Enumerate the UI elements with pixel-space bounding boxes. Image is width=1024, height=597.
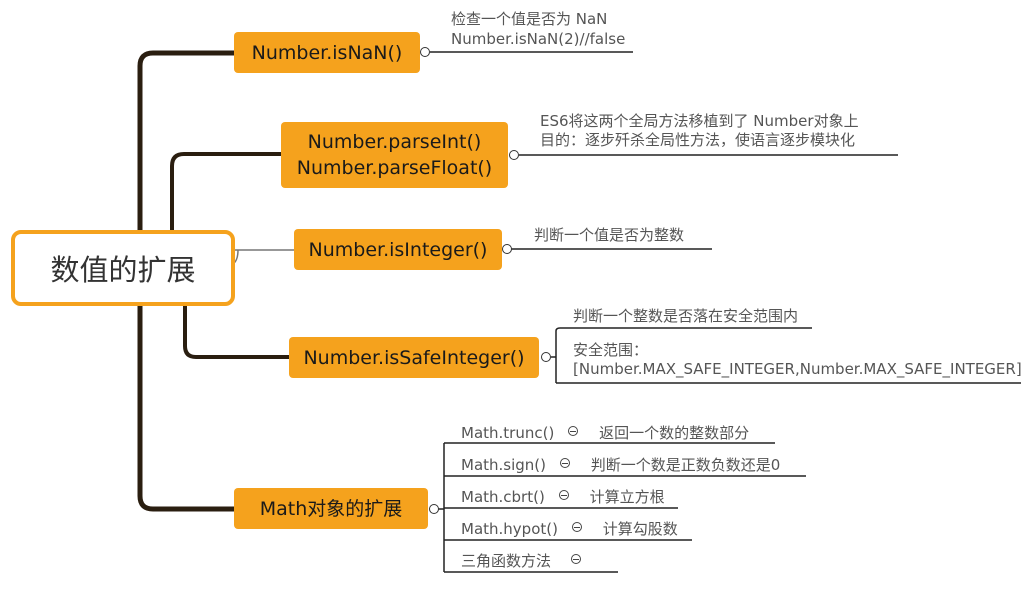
branch-math-extension[interactable]: Math对象的扩展: [234, 488, 428, 529]
note-text: 判断一个整数是否落在安全范围内: [573, 307, 799, 325]
math-item-name: Math.cbrt(): [461, 488, 545, 506]
branch-label-line: Number.parseInt(): [307, 131, 482, 153]
branch-number-issafeinteger[interactable]: Number.isSafeInteger(): [289, 337, 539, 378]
note-text: [Number.MAX_SAFE_INTEGER,Number.MAX_SAFE…: [573, 360, 1022, 378]
note-text: 判断一个值是否为整数: [534, 226, 685, 244]
branch-label: Number.isInteger(): [308, 238, 488, 261]
collapse-toggle-icon[interactable]: [509, 150, 519, 160]
root-label: 数值的扩展: [50, 253, 196, 287]
math-item-desc: 判断一个数是正数负数还是0: [590, 456, 781, 474]
branch-number-isnan[interactable]: Number.isNaN(): [234, 32, 420, 73]
note-text: 安全范围：: [573, 341, 649, 359]
note-text: Number.isNaN(2)//false: [451, 30, 626, 48]
collapse-toggle-icon[interactable]: [568, 426, 579, 436]
branch-label: Math对象的扩展: [259, 497, 403, 520]
math-item[interactable]: Math.trunc() 返回一个数的整数部分: [461, 422, 749, 443]
root-node[interactable]: 数值的扩展: [11, 230, 235, 306]
note-text: 检查一个值是否为 NaN: [451, 10, 608, 28]
collapse-toggle-icon[interactable]: [502, 244, 512, 254]
math-item-name: Math.hypot(): [461, 520, 558, 538]
note-text: ES6将这两个全局方法移植到了 Number对象上: [540, 112, 859, 130]
math-item[interactable]: Math.hypot() 计算勾股数: [461, 518, 678, 539]
branch-label: Number.isNaN(): [251, 41, 403, 64]
collapse-toggle-icon[interactable]: [558, 490, 569, 500]
math-item[interactable]: Math.cbrt() 计算立方根: [461, 486, 665, 507]
math-item-name: Math.trunc(): [461, 424, 555, 442]
math-item-desc: 返回一个数的整数部分: [599, 424, 750, 442]
branch-number-parse[interactable]: Number.parseInt() Number.parseFloat(): [281, 122, 508, 188]
math-item-desc: 计算立方根: [589, 488, 665, 506]
collapse-toggle-icon[interactable]: [541, 352, 551, 362]
math-item[interactable]: 三角函数方法: [461, 550, 582, 571]
math-item-name: 三角函数方法: [461, 552, 552, 570]
collapse-toggle-icon[interactable]: [429, 504, 439, 514]
math-item-desc: 计算勾股数: [602, 520, 678, 538]
collapse-toggle-icon[interactable]: [571, 522, 582, 532]
collapse-toggle-icon[interactable]: [571, 554, 582, 564]
note-text: 目的：逐步歼杀全局性方法，使语言逐步模块化: [540, 131, 856, 149]
branch-label-line: Number.parseFloat(): [296, 157, 493, 179]
collapse-toggle-icon[interactable]: [420, 47, 430, 57]
branch-number-isinteger[interactable]: Number.isInteger(): [294, 229, 502, 270]
math-item-name: Math.sign(): [461, 456, 547, 474]
branch-label: Number.isSafeInteger(): [303, 346, 525, 369]
math-item[interactable]: Math.sign() 判断一个数是正数负数还是0: [461, 454, 780, 475]
collapse-toggle-icon[interactable]: [560, 458, 571, 468]
